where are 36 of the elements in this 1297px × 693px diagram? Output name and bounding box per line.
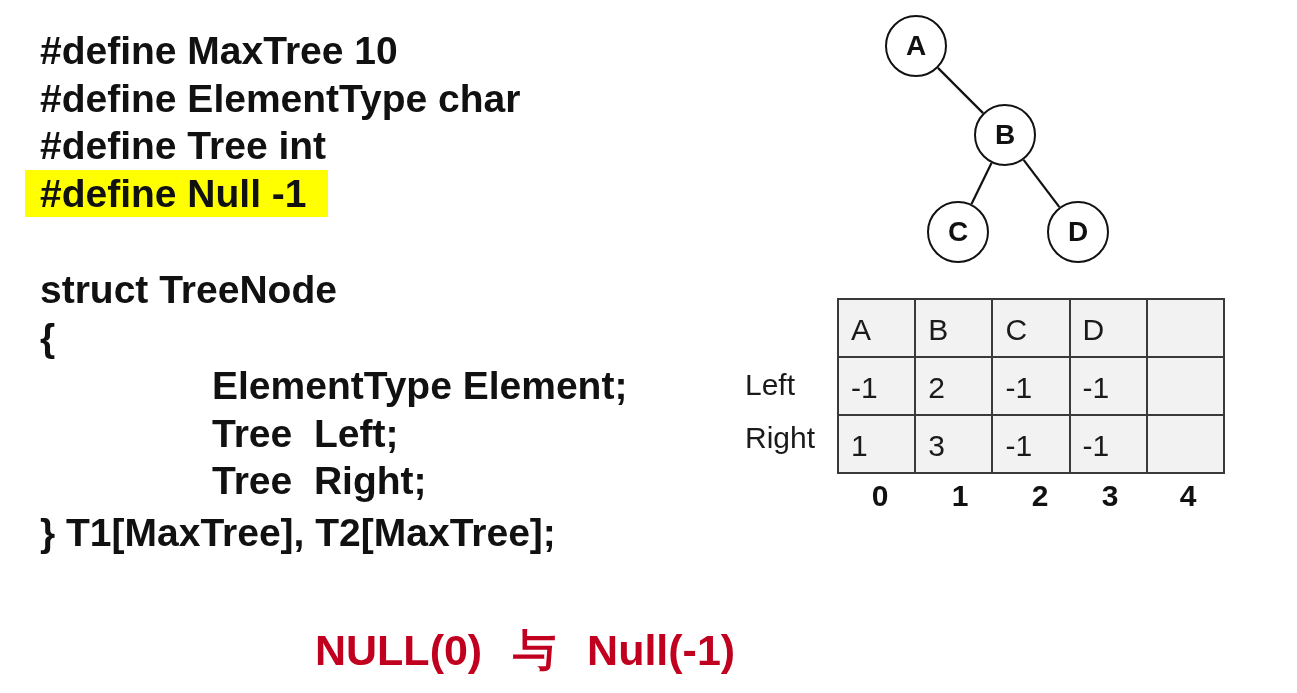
tree-edge: [970, 162, 993, 205]
table-cell: 3: [914, 414, 994, 474]
table-cell: B: [914, 298, 994, 358]
tree-node: A: [885, 15, 947, 77]
index-number: 2: [1030, 479, 1050, 514]
index-number: 4: [1178, 479, 1198, 514]
index-number: 1: [950, 479, 970, 514]
code-line: {: [40, 316, 56, 361]
tree-node: D: [1047, 201, 1109, 263]
table-cell: 1: [837, 414, 917, 474]
table-cell: 2: [914, 356, 994, 416]
code-line: } T1[MaxTree], T2[MaxTree];: [40, 511, 556, 556]
table-cell: D: [1068, 298, 1148, 358]
code-line: struct TreeNode: [40, 268, 337, 313]
index-number: 3: [1100, 479, 1120, 514]
code-line: ElementType Element;: [212, 364, 628, 409]
table-cell: -1: [991, 414, 1071, 474]
row-label: Left: [745, 367, 796, 402]
tree-node: B: [974, 104, 1036, 166]
index-number: 0: [870, 479, 890, 514]
table-cell: A: [837, 298, 917, 358]
code-line: Tree Right;: [212, 459, 427, 504]
table-cell: -1: [1068, 414, 1148, 474]
table-cell: -1: [1068, 356, 1148, 416]
row-label: Right: [745, 420, 816, 455]
tree-edge: [937, 67, 984, 114]
code-line: #define ElementType char: [40, 77, 521, 121]
table-cell: -1: [991, 356, 1071, 416]
table-cell: C: [991, 298, 1071, 358]
tree-edge: [1022, 159, 1061, 208]
tree-node: C: [927, 201, 989, 263]
code-line: #define MaxTree 10: [40, 29, 398, 74]
code-line: #define Tree int: [40, 124, 327, 169]
table-cell: -1: [837, 356, 917, 416]
code-line: Tree Left;: [212, 412, 399, 456]
note-text: NULL(0) 与 Null(-1): [315, 625, 736, 676]
